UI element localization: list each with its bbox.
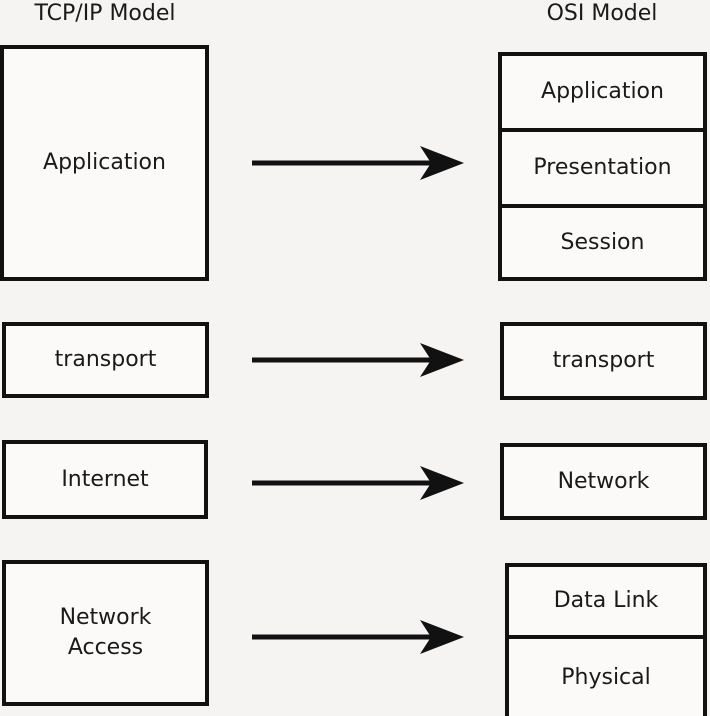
osi-layer-session: Session xyxy=(498,204,707,281)
osi-layer-network-label: Network xyxy=(557,468,650,494)
arrow-transport-to-transport-icon xyxy=(252,343,464,377)
osi-layer-application: Application xyxy=(498,52,707,132)
arrow-internet-to-network-icon xyxy=(252,466,464,500)
osi-layer-transport: transport xyxy=(500,322,707,400)
osi-layer-transport-label: transport xyxy=(552,348,655,374)
tcpip-layer-network-access: Network Access xyxy=(2,560,209,706)
tcpip-layer-network-access-label: Network Access xyxy=(59,605,152,660)
osi-layer-presentation: Presentation xyxy=(498,128,707,208)
osi-layer-data-link-label: Data Link xyxy=(553,588,659,614)
osi-layer-physical-label: Physical xyxy=(561,664,651,690)
tcpip-layer-internet: Internet xyxy=(2,440,208,519)
tcpip-model-title: TCP/IP Model xyxy=(34,1,176,26)
tcpip-layer-application: Application xyxy=(0,45,209,281)
arrow-application-to-app-pres-session-icon xyxy=(252,146,464,180)
arrow-network-access-to-datalink-physical-icon xyxy=(252,620,464,654)
osi-layer-presentation-label: Presentation xyxy=(533,155,672,181)
osi-layer-session-label: Session xyxy=(560,229,645,255)
tcpip-layer-application-label: Application xyxy=(43,150,166,176)
osi-layer-network: Network xyxy=(500,443,707,520)
tcpip-layer-transport: transport xyxy=(2,322,209,398)
osi-layer-application-label: Application xyxy=(541,79,664,105)
osi-layer-physical: Physical xyxy=(505,635,707,716)
tcpip-layer-internet-label: Internet xyxy=(61,466,149,492)
osi-model-title: OSI Model xyxy=(546,1,658,26)
osi-layer-data-link: Data Link xyxy=(505,563,707,639)
tcpip-layer-transport-label: transport xyxy=(54,347,157,373)
